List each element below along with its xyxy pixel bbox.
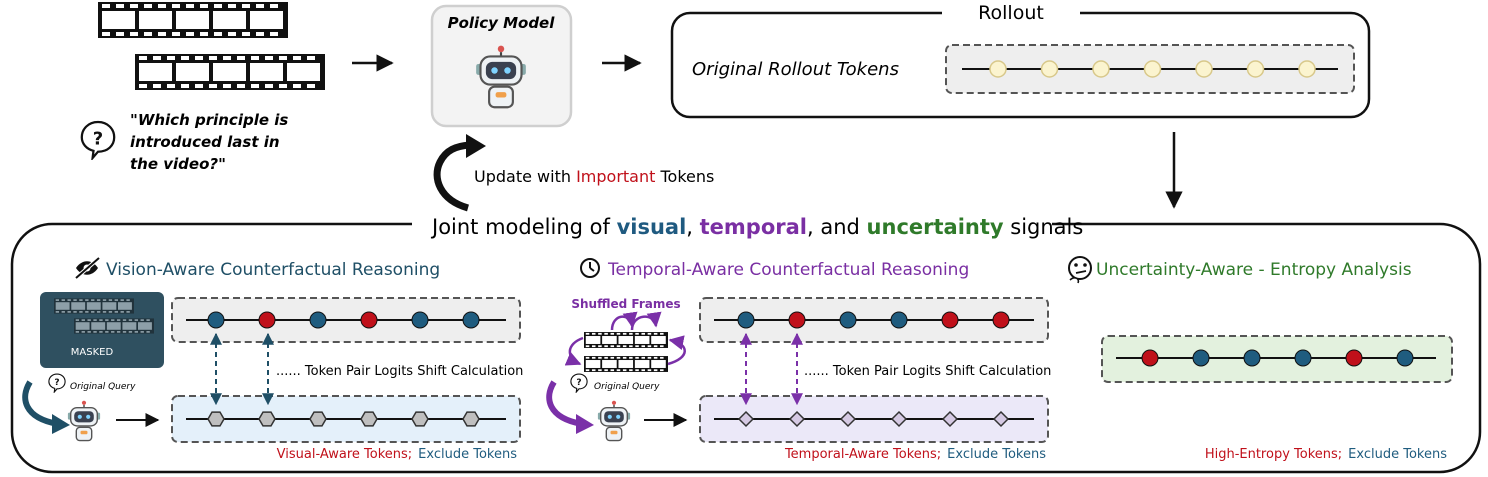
- masked-token: [462, 411, 480, 427]
- uncertainty-panel: Uncertainty-Aware - Entropy Analysis Hig…: [1068, 256, 1453, 462]
- exclude-token: [1192, 349, 1210, 367]
- shuffled-token: [788, 410, 806, 428]
- vision-legend: Visual-Aware Tokens;Exclude Tokens: [277, 447, 518, 462]
- rollout-token: [1092, 60, 1110, 78]
- exclude-token: [1396, 349, 1414, 367]
- temporal-panel: Temporal-Aware Counterfactual Reasoning …: [546, 258, 1051, 462]
- joint-modeling-title: Joint modeling of visual, temporal, and …: [430, 215, 1083, 239]
- vision-top-token-row: [207, 311, 480, 329]
- masked-token: [360, 411, 378, 427]
- exclude-token: [890, 311, 908, 329]
- shuffled-token: [890, 410, 908, 428]
- uncertainty-legend: High-Entropy Tokens;Exclude Tokens: [1205, 447, 1447, 462]
- masked-token: [258, 411, 276, 427]
- exclude-token: [1243, 349, 1261, 367]
- exclude-token: [839, 311, 857, 329]
- exclude-token: [411, 311, 429, 329]
- important-token: [788, 311, 806, 329]
- important-token: [941, 311, 959, 329]
- shuffled-frames-label: Shuffled Frames: [571, 297, 680, 311]
- uncertainty-title: Uncertainty-Aware - Entropy Analysis: [1096, 260, 1412, 280]
- important-token: [360, 311, 378, 329]
- exclude-token: [309, 311, 327, 329]
- question-bubble-icon: [80, 120, 116, 160]
- rollout-token: [1195, 60, 1213, 78]
- rollout-token-row: [989, 60, 1316, 78]
- temporal-shift-label: ...... Token Pair Logits Shift Calculati…: [804, 364, 1051, 379]
- film-strip-icon: [584, 332, 668, 348]
- clock-icon: [580, 258, 600, 278]
- masked-token: [411, 411, 429, 427]
- rollout-token: [1298, 60, 1316, 78]
- rollout-token: [1040, 60, 1059, 78]
- cycle-arrow-icon: [433, 134, 486, 212]
- rollout-token: [1143, 60, 1162, 78]
- eye-off-icon: [74, 256, 101, 280]
- temporal-legend: Temporal-Aware Tokens;Exclude Tokens: [784, 447, 1046, 462]
- question-text: "Which principle is introduced last in t…: [130, 111, 288, 173]
- entropy-token-row: [1141, 349, 1414, 367]
- rollout-token: [1246, 60, 1265, 78]
- vision-shift-label: ...... Token Pair Logits Shift Calculati…: [276, 364, 523, 379]
- shuffled-token: [941, 410, 959, 428]
- rollout-box: Rollout Original Rollout Tokens: [670, 2, 1371, 119]
- policy-model-title: Policy Model: [448, 14, 556, 32]
- exclude-token: [207, 311, 225, 329]
- question-line-3: the video?": [130, 155, 226, 173]
- film-strip-icon: [584, 356, 668, 372]
- masked-token: [207, 411, 225, 427]
- rollout-label: Original Rollout Tokens: [692, 59, 899, 80]
- temporal-top-token-row: [737, 311, 1010, 329]
- important-token: [992, 311, 1010, 329]
- temporal-original-query: Original Query: [594, 382, 660, 392]
- update-label: Update with Important Tokens: [474, 167, 714, 186]
- important-token: [1345, 349, 1363, 367]
- exclude-token: [462, 311, 480, 329]
- shuffled-token: [839, 410, 857, 428]
- important-token: [258, 311, 276, 329]
- masked-label: MASKED: [71, 347, 114, 358]
- thinking-face-icon: [1068, 256, 1092, 284]
- shuffled-token: [737, 410, 755, 428]
- exclude-token: [1294, 349, 1312, 367]
- temporal-title: Temporal-Aware Counterfactual Reasoning: [607, 260, 969, 280]
- film-strip-icon: [135, 54, 325, 90]
- vision-title: Vision-Aware Counterfactual Reasoning: [106, 260, 440, 280]
- masked-video: MASKED: [40, 292, 164, 368]
- shuffled-token: [992, 410, 1010, 428]
- vision-bottom-token-row: [207, 411, 480, 427]
- film-strip-icon: [98, 2, 288, 38]
- exclude-token: [737, 311, 755, 329]
- policy-model-box: Policy Model: [430, 4, 573, 128]
- question-line-2: introduced last in: [130, 133, 280, 151]
- vision-original-query: Original Query: [70, 382, 136, 392]
- rollout-token: [989, 60, 1007, 78]
- vision-panel: Vision-Aware Counterfactual Reasoning MA…: [22, 256, 523, 462]
- rollout-title: Rollout: [978, 2, 1044, 24]
- masked-token: [309, 411, 327, 427]
- video-input: [98, 2, 325, 90]
- question-line-1: "Which principle is: [130, 111, 288, 129]
- important-token: [1141, 349, 1159, 367]
- temporal-bottom-token-row: [737, 410, 1010, 428]
